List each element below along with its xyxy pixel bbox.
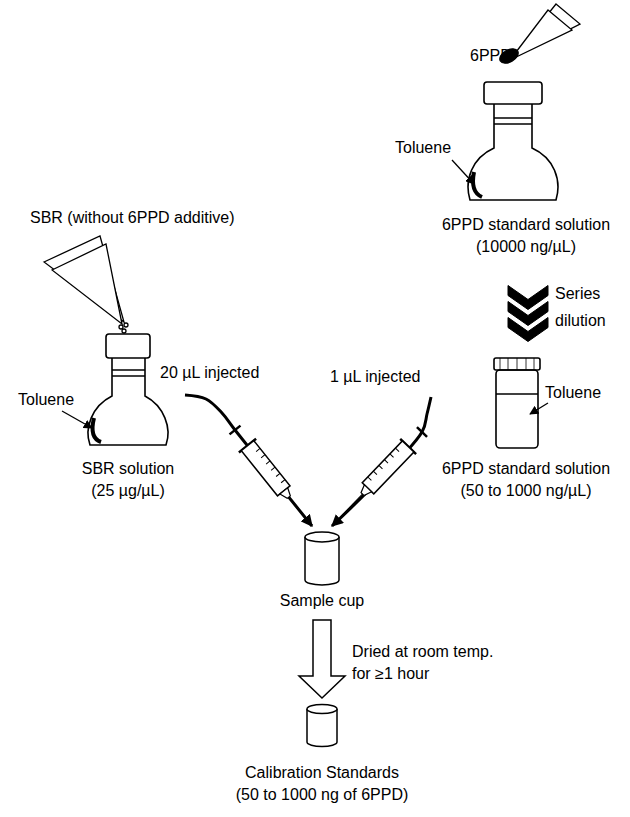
node-caption: 6PPD standard solution (10000 ng/µL) [433, 214, 619, 258]
edge-label: 1 µL injected [330, 366, 420, 388]
node-caption: Calibration Standards (50 to 1000 ng of … [234, 762, 410, 806]
pointer-arrow [452, 160, 474, 184]
vial [494, 358, 540, 448]
pointer-arrow [530, 403, 548, 414]
material-label: SBR (without 6PPD additive) [30, 207, 235, 229]
node-caption: SBR solution (25 µg/µL) [73, 458, 183, 502]
syringe [332, 424, 430, 524]
transfer-arrow [332, 397, 431, 526]
sample-cup [305, 532, 339, 585]
process-arrow [299, 620, 345, 698]
edge-label: 20 µL injected [160, 362, 259, 384]
edge-label: Series dilution [555, 280, 625, 334]
flask-node: TolueneSBR solution (25 µg/µL) [73, 330, 183, 504]
vial-node: Toluene 6PPD standard solution (50 to 100… [433, 355, 619, 504]
pointer-arrow [62, 411, 92, 428]
spatula [44, 236, 128, 333]
sample-cup [307, 705, 337, 747]
volumetric-flask [88, 334, 168, 445]
cup-node: Sample cup [272, 528, 372, 614]
material-label: 6PPD [470, 45, 512, 67]
flask-node: Toluene6PPD standard solution (10000 ng/… [433, 78, 619, 260]
node-caption: 6PPD standard solution (50 to 1000 ng/µL… [433, 458, 619, 502]
dilution-chevrons [508, 286, 548, 342]
node-caption: Sample cup [272, 590, 372, 612]
solvent-label: Toluene [395, 137, 451, 159]
solvent-label: Toluene [18, 389, 74, 411]
cup-node: Calibration Standards (50 to 1000 ng of … [234, 702, 410, 808]
volumetric-flask [468, 82, 558, 200]
transfer-arrow [185, 395, 312, 526]
syringe [226, 423, 313, 524]
solvent-label: Toluene [545, 382, 601, 404]
edge-label: Dried at room temp. for ≥1 hour [352, 641, 502, 685]
